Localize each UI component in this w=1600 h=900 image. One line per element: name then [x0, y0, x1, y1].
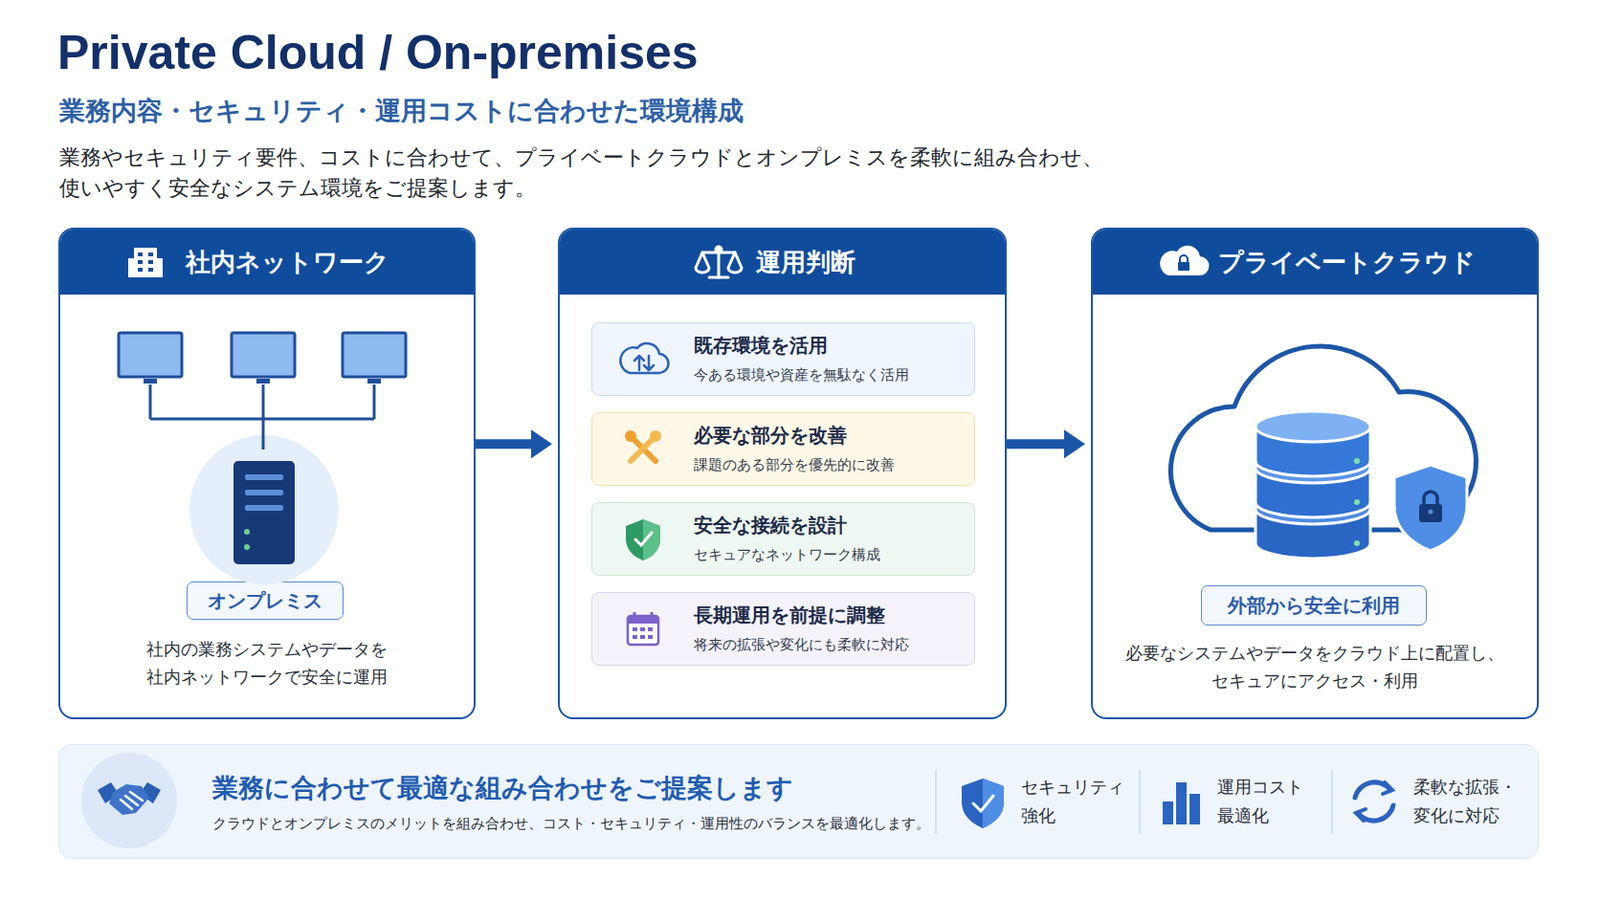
band-subtext: クラウドとオンプレミスのメリットを組み合わせ、コスト・セキュリティ・運用性のバラ…	[212, 814, 931, 834]
label-pill: 外部から安全に利用	[1200, 585, 1427, 626]
card-title: 必要な部分を改善	[693, 422, 847, 450]
arrow-shape	[475, 429, 553, 459]
card-box: 必要な部分を改善課題のある部分を優先的に改善	[591, 412, 976, 487]
flow-arrow	[475, 429, 553, 459]
card-box: 長期運用を前提に調整将来の拡張や変化にも柔軟に対応	[591, 592, 976, 667]
card-title: 安全な接続を設計	[693, 512, 847, 540]
card-title: 長期運用を前提に調整	[693, 602, 886, 630]
subtitle: 業務内容・セキュリティ・運用コストに合わせた環境構成	[59, 93, 744, 129]
panel-title: プライベートクラウド	[1218, 229, 1476, 295]
band-heading: 業務に合わせて最適な組み合わせをご提案します	[212, 772, 794, 805]
panel-title: 社内ネットワーク	[185, 229, 390, 295]
panel-header: 運用判断	[559, 229, 1005, 295]
pill-text: オンプレミス	[207, 589, 323, 613]
card-box: 安全な接続を設計セキュアなネットワーク構成	[591, 502, 976, 577]
panel-box: プライベートクラウド必要なシステムやデータをクラウド上に配置し、 セキュアにアク…	[1090, 227, 1539, 720]
arrow-shape	[1006, 429, 1086, 459]
card-subtext: セキュアなネットワーク構成	[693, 545, 881, 565]
panel-box: 社内ネットワーク社内の業務システムやデータを 社内ネットワークで安全に運用 オンプ…	[58, 227, 476, 720]
panel-header: 社内ネットワーク	[60, 229, 474, 295]
description: 業務やセキュリティ要件、コストに合わせて、プライベートクラウドとオンプレミスを柔…	[59, 142, 1112, 204]
label-pill: オンプレミス	[186, 581, 344, 621]
feature-label: セキュリティ 強化	[1021, 773, 1133, 831]
card-subtext: 今ある環境や資産を無駄なく活用	[693, 365, 910, 385]
feature-label: 柔軟な拡張・ 変化に対応	[1413, 773, 1525, 831]
page-title: Private Cloud / On-premises	[57, 22, 699, 83]
card-box: 既存環境を活用今ある環境や資産を無駄なく活用	[591, 322, 976, 397]
card-subtext: 課題のある部分を優先的に改善	[693, 455, 895, 475]
feature-label: 運用コスト 最適化	[1217, 773, 1316, 831]
panel-body-text: 必要なシステムやデータをクラウド上に配置し、 セキュアにアクセス・利用	[1092, 639, 1537, 695]
card-title: 既存環境を活用	[693, 333, 828, 360]
flow-arrow	[1006, 429, 1086, 459]
panel-header: プライベートクラウド	[1092, 229, 1537, 295]
panel-body-text: 社内の業務システムやデータを 社内ネットワークで安全に運用	[60, 635, 474, 691]
summary-band: 業務に合わせて最適な組み合わせをご提案しますクラウドとオンプレミスのメリットを組…	[58, 744, 1539, 860]
panel-box: 運用判断既存環境を活用今ある環境や資産を無駄なく活用必要な部分を改善課題のある部…	[557, 227, 1007, 720]
card-subtext: 将来の拡張や変化にも柔軟に対応	[693, 635, 910, 655]
pill-text: 外部から安全に利用	[1227, 594, 1400, 618]
panel-title: 運用判断	[755, 229, 856, 295]
